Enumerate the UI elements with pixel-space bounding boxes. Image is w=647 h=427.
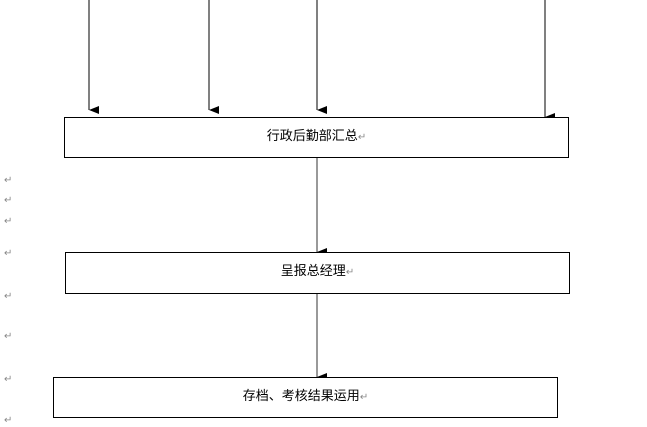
paragraph-mark: ↵: [4, 216, 13, 227]
step-label: 呈报总经理: [280, 264, 346, 279]
paragraph-mark: ↵: [359, 392, 369, 403]
step-label: 存档、考核结果运用: [242, 389, 360, 404]
paragraph-mark: ↵: [4, 248, 13, 259]
paragraph-mark: ↵: [4, 291, 13, 302]
paragraph-mark: ↵: [345, 267, 355, 278]
paragraph-mark: ↵: [357, 132, 367, 143]
paragraph-mark: ↵: [4, 175, 13, 186]
step-label: 行政后勤部汇总: [266, 129, 358, 144]
step-box-archive: 存档、考核结果运用↵: [53, 377, 558, 418]
paragraph-mark: ↵: [4, 195, 13, 206]
paragraph-mark: ↵: [4, 331, 13, 342]
paragraph-mark: ↵: [4, 374, 13, 385]
step-box-report: 呈报总经理↵: [65, 252, 570, 294]
step-box-summary: 行政后勤部汇总↵: [64, 117, 569, 158]
paragraph-mark: ↵: [4, 415, 13, 426]
